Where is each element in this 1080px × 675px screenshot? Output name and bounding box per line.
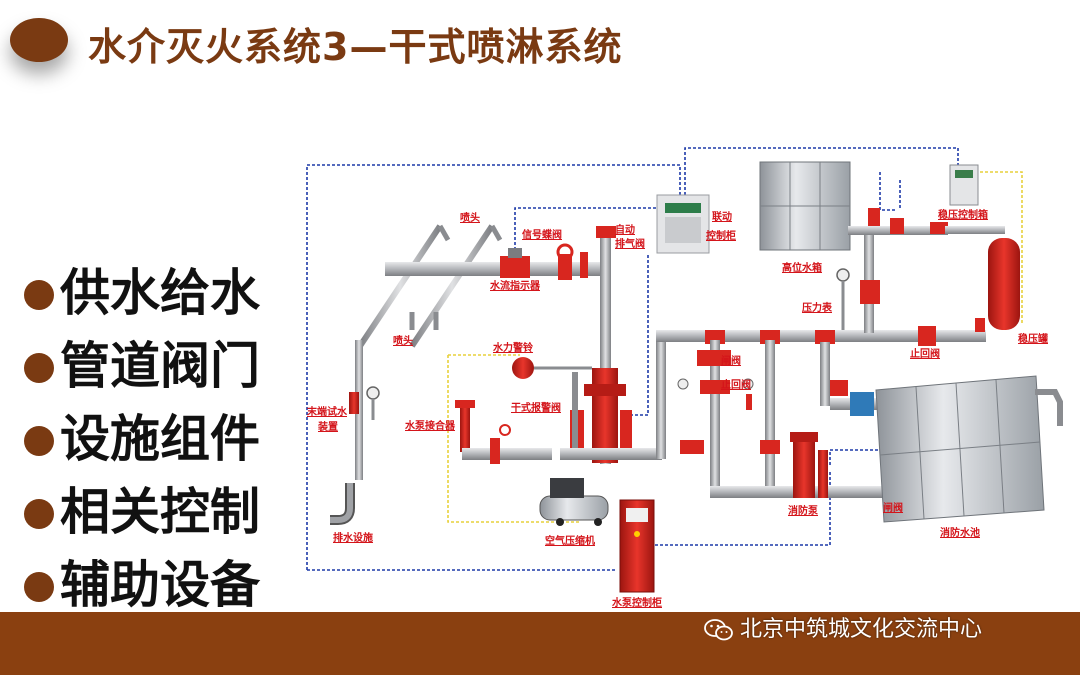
wechat-icon [704, 619, 733, 641]
slide-title: 水介灭火系统3—干式喷淋系统 [88, 25, 623, 69]
bullet-text: 管道阀门 [60, 337, 260, 395]
bullet-text: 辅助设备 [60, 556, 260, 614]
bullet-dot [24, 426, 54, 456]
label-sprinkler-top: 喷头 [460, 211, 480, 224]
bullet-text: 供水给水 [60, 264, 260, 322]
pump-adapter [455, 400, 552, 464]
high-water-tank [759, 161, 851, 251]
bullet-dot [24, 280, 54, 310]
label-air-compressor: 空气压缩机 [545, 534, 595, 547]
label-dry-alarm: 干式报警阀 [511, 401, 561, 414]
bottom-bar [0, 612, 1080, 675]
label-pressure-gauge: 压力表 [802, 301, 833, 314]
label-link-cabinet-1: 联动 [712, 210, 732, 223]
label-pump-adapter: 水泵接合器 [404, 419, 456, 432]
label-fire-pool: 消防水池 [940, 526, 980, 539]
label-gate-valve-2: 闸阀 [883, 501, 903, 514]
signal-butterfly-valve [556, 243, 588, 280]
sprinkler-branch-pipes [355, 224, 610, 480]
label-pump-cabinet: 水泵控制柜 [611, 596, 662, 609]
bullet-dot [24, 572, 54, 602]
label-water-bell: 水力警铃 [492, 341, 534, 354]
label-pressure-tank: 稳压罐 [1018, 332, 1048, 345]
label-sprinkler-mid: 喷头 [393, 334, 413, 347]
dry-alarm-valve [570, 368, 632, 463]
label-end-test-2: 装置 [317, 420, 338, 433]
bullet-text: 相关控制 [60, 483, 260, 541]
fire-pump [790, 432, 828, 498]
label-pressure-cabinet: 稳压控制箱 [938, 208, 988, 221]
label-water-flow: 水流指示器 [489, 279, 541, 292]
fire-water-pool [875, 375, 1063, 523]
label-check-valve-top: 止回阀 [910, 347, 940, 360]
bullet-text: 设施组件 [60, 410, 260, 468]
title-bullet-shape [10, 18, 68, 62]
label-drain: 排水设施 [333, 531, 373, 544]
air-compressor [539, 478, 609, 526]
bullet-dot [24, 499, 54, 529]
pressure-control-box [949, 164, 979, 206]
label-auto-exhaust-2: 排气阀 [615, 237, 645, 250]
label-auto-exhaust-1: 自动 [615, 223, 635, 236]
bullet-dot [24, 353, 54, 383]
water-alarm-bell [512, 357, 592, 379]
label-end-test-1: 末端试水 [307, 405, 348, 418]
watermark-text: 北京中筑城文化交流中心 [740, 617, 983, 642]
water-flow-indicator [500, 248, 530, 278]
label-high-tank: 高位水箱 [782, 261, 822, 274]
pressure-stabilizer-tank [975, 238, 1020, 332]
label-link-cabinet-2: 控制柜 [706, 229, 736, 242]
label-check-valve-mid: 止回阀 [721, 378, 751, 391]
label-fire-pump: 消防泵 [788, 504, 819, 517]
linkage-control-cabinet [656, 194, 710, 254]
end-test-device [349, 386, 380, 420]
diagram-labels: 喷头 喷头 信号蝶阀 自动 排气阀 联动 控制柜 水流指示器 高位水箱 稳压控制… [307, 208, 1048, 609]
drain-facility [330, 483, 355, 525]
pump-control-cabinet [619, 499, 655, 593]
control-wires [447, 171, 1023, 523]
label-gate-valve-1: 闸阀 [721, 354, 741, 367]
watermark: 北京中筑城文化交流中心 [704, 611, 982, 643]
label-signal-valve: 信号蝶阀 [522, 228, 562, 241]
